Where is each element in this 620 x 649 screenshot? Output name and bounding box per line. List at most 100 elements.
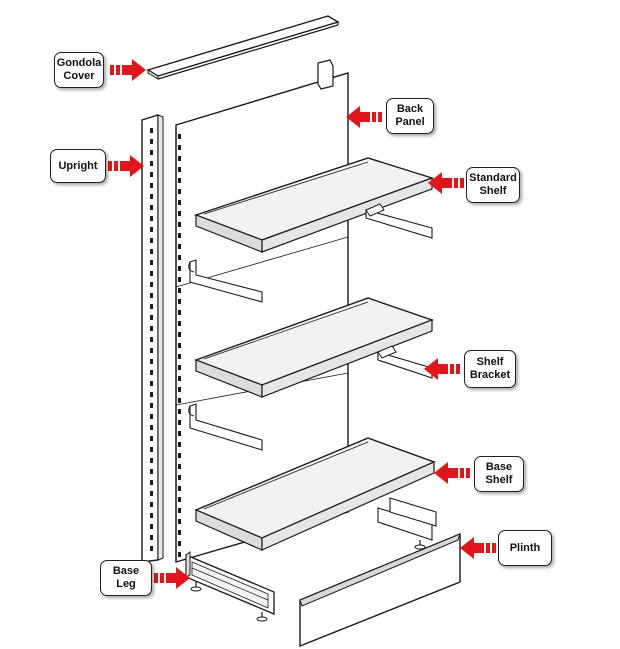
upright-slot bbox=[150, 139, 153, 144]
upright-slot bbox=[178, 409, 181, 414]
upright-slot bbox=[178, 233, 181, 238]
label-line: Upright bbox=[58, 159, 98, 172]
upright-slot bbox=[150, 260, 153, 265]
upright-slot bbox=[150, 348, 153, 353]
upright-slot bbox=[150, 535, 153, 540]
upright-slot bbox=[150, 150, 153, 155]
upright-slot bbox=[150, 546, 153, 551]
plinth-part bbox=[299, 532, 461, 648]
label-line: Shelf bbox=[476, 356, 504, 368]
base-leg-part bbox=[185, 551, 275, 622]
upright-slot bbox=[178, 200, 181, 205]
upright-slot bbox=[150, 216, 153, 221]
label-line: Leg bbox=[116, 578, 136, 590]
label-line: Base bbox=[485, 461, 513, 473]
gondola-cover-arrow-icon bbox=[110, 59, 146, 81]
upright-part bbox=[141, 114, 164, 563]
upright-slot bbox=[178, 299, 181, 304]
upright-slot bbox=[150, 403, 153, 408]
rear-upright-part bbox=[175, 128, 181, 560]
rear-base-leg bbox=[377, 497, 437, 550]
upright-slot bbox=[150, 271, 153, 276]
upright-slot bbox=[178, 464, 181, 469]
upright-slot bbox=[178, 255, 181, 260]
upright-slot bbox=[178, 134, 181, 139]
upright-slot bbox=[178, 486, 181, 491]
middle-shelf-part bbox=[193, 297, 435, 398]
label-line: Panel bbox=[395, 116, 425, 128]
label-shelf-bracket: Shelf Bracket bbox=[464, 350, 516, 388]
upright-slot bbox=[178, 288, 181, 293]
upright-slot bbox=[178, 431, 181, 436]
upright-slot bbox=[150, 425, 153, 430]
left-bracket-lower bbox=[188, 403, 263, 451]
upright-slot bbox=[178, 332, 181, 337]
upright-slot bbox=[178, 420, 181, 425]
upright-slot bbox=[150, 315, 153, 320]
upright-slot bbox=[150, 458, 153, 463]
upright-slot bbox=[178, 442, 181, 447]
upright-slot bbox=[178, 310, 181, 315]
upright-slot bbox=[150, 392, 153, 397]
upright-slot bbox=[150, 128, 153, 133]
label-line: Back bbox=[396, 103, 424, 115]
label-line: Base bbox=[112, 565, 140, 577]
upright-slot bbox=[178, 453, 181, 458]
upright-slot bbox=[150, 436, 153, 441]
upright-slot bbox=[178, 497, 181, 502]
label-back-panel: Back Panel bbox=[386, 98, 434, 134]
upright-slot bbox=[178, 530, 181, 535]
upright-slot bbox=[150, 326, 153, 331]
upright-slot bbox=[178, 552, 181, 557]
plinth-arrow-icon bbox=[460, 537, 496, 559]
upright-slot bbox=[150, 337, 153, 342]
label-line: Bracket bbox=[469, 369, 511, 381]
upright-slot bbox=[150, 249, 153, 254]
label-line: Shelf bbox=[485, 474, 513, 486]
upright-slot bbox=[178, 266, 181, 271]
label-base-shelf: Base Shelf bbox=[474, 456, 524, 492]
upright-slot bbox=[150, 513, 153, 518]
upright-slot bbox=[150, 238, 153, 243]
upright-slot bbox=[150, 227, 153, 232]
upright-slot bbox=[150, 293, 153, 298]
upright-slot bbox=[178, 167, 181, 172]
upright-slot bbox=[178, 222, 181, 227]
upright-slot bbox=[150, 524, 153, 529]
upright-slot bbox=[178, 519, 181, 524]
upright-slot bbox=[150, 172, 153, 177]
label-base-leg: Base Leg bbox=[100, 560, 152, 596]
back-panel-arrow-icon bbox=[346, 106, 382, 128]
base-leg-arrow-icon bbox=[154, 567, 190, 589]
upright-slot bbox=[178, 541, 181, 546]
upright-slot bbox=[150, 381, 153, 386]
label-line: Plinth bbox=[509, 541, 541, 554]
upright-slot bbox=[178, 343, 181, 348]
base-shelf-arrow-icon bbox=[434, 462, 470, 484]
upright-slot bbox=[150, 304, 153, 309]
upright-slot bbox=[178, 354, 181, 359]
upright-slot bbox=[178, 277, 181, 282]
label-upright: Upright bbox=[50, 149, 106, 183]
upright-slot bbox=[150, 447, 153, 452]
upright-slot bbox=[150, 502, 153, 507]
label-line: Standard bbox=[469, 172, 517, 184]
label-line: Cover bbox=[63, 70, 95, 82]
upright-slot bbox=[178, 244, 181, 249]
upright-slot bbox=[178, 321, 181, 326]
upright-slot bbox=[150, 183, 153, 188]
upright-slot bbox=[150, 480, 153, 485]
upright-slot bbox=[150, 194, 153, 199]
standard-shelf-arrow-icon bbox=[428, 172, 464, 194]
upright-slot bbox=[178, 189, 181, 194]
upright-slot bbox=[150, 469, 153, 474]
upright-arrow-icon bbox=[108, 155, 144, 177]
upright-slot bbox=[178, 145, 181, 150]
label-gondola-cover: Gondola Cover bbox=[54, 52, 104, 88]
upright-slot bbox=[178, 178, 181, 183]
label-line: Gondola bbox=[56, 57, 102, 69]
upright-slot bbox=[178, 156, 181, 161]
upright-slot bbox=[178, 365, 181, 370]
label-plinth: Plinth bbox=[498, 530, 552, 566]
